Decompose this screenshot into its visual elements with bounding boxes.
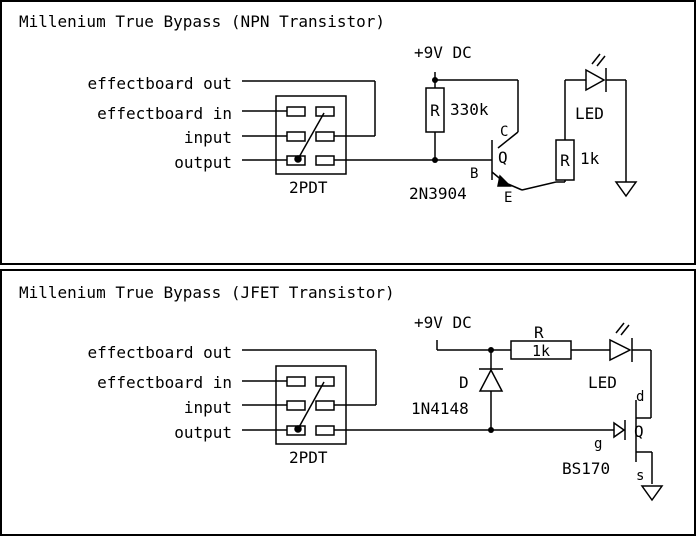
drain-wires <box>632 349 652 419</box>
diode-part: 1N4148 <box>411 399 469 418</box>
supply-node <box>432 77 438 83</box>
bottom-panel: Millenium True Bypass (JFET Transistor) … <box>0 269 696 536</box>
label-output: output <box>174 153 232 172</box>
led-branch-wires <box>556 79 627 183</box>
collector-label: C <box>500 124 508 140</box>
transistor-part: BS170 <box>562 459 610 478</box>
resistor-330k: R <box>425 87 445 133</box>
supply-label: +9V DC <box>414 43 472 62</box>
top-panel-frame <box>0 0 696 265</box>
supply-wires <box>436 340 610 430</box>
diode-icon <box>478 368 504 392</box>
supply-label: +9V DC <box>414 313 472 332</box>
led-resistor-symbol: R <box>560 151 570 170</box>
top-panel: Millenium True Bypass (NPN Transistor) e… <box>0 0 696 265</box>
base-node <box>432 157 438 163</box>
resistor-value: 330k <box>450 100 489 119</box>
diode-symbol: D <box>459 373 469 392</box>
ground-icon <box>614 181 638 198</box>
led-label: LED <box>575 104 604 123</box>
drain-label: d <box>636 389 644 405</box>
label-effectboard-out: effectboard out <box>88 74 233 93</box>
label-input: input <box>184 128 232 147</box>
ground-icon <box>640 485 664 502</box>
label-input: input <box>184 398 232 417</box>
switch-2pdt <box>275 95 347 175</box>
bottom-panel-frame <box>0 269 696 536</box>
input-wires <box>242 349 625 431</box>
led-1k-resistor: R <box>555 139 575 181</box>
label-effectboard-in: effectboard in <box>97 104 232 123</box>
led-icon <box>609 322 633 362</box>
gate-label: g <box>594 436 602 452</box>
resistor-1k: 1k <box>510 340 572 360</box>
resistor-symbol: R <box>430 101 440 120</box>
bottom-panel-title: Millenium True Bypass (JFET Transistor) <box>19 283 395 302</box>
source-label: s <box>636 468 644 484</box>
supply-node <box>488 347 494 353</box>
input-wires <box>242 80 492 161</box>
label-effectboard-out: effectboard out <box>88 343 233 362</box>
transistor-part: 2N3904 <box>409 184 467 203</box>
base-label: B <box>470 166 478 182</box>
label-output: output <box>174 423 232 442</box>
gate-node <box>488 427 494 433</box>
led-resistor-value: 1k <box>580 149 600 168</box>
led-icon <box>585 53 607 92</box>
resistor-value: 1k <box>532 342 550 360</box>
npn-transistor <box>491 140 557 191</box>
transistor-label: Q <box>634 422 644 441</box>
top-panel-title: Millenium True Bypass (NPN Transistor) <box>19 12 385 31</box>
transistor-label: Q <box>498 148 508 167</box>
switch-label: 2PDT <box>289 448 328 467</box>
emitter-label: E <box>504 190 512 206</box>
resistor-symbol: R <box>534 323 544 342</box>
label-effectboard-in: effectboard in <box>97 373 232 392</box>
mosfet-icon <box>613 400 653 484</box>
switch-label: 2PDT <box>289 178 328 197</box>
led-label: LED <box>588 373 617 392</box>
